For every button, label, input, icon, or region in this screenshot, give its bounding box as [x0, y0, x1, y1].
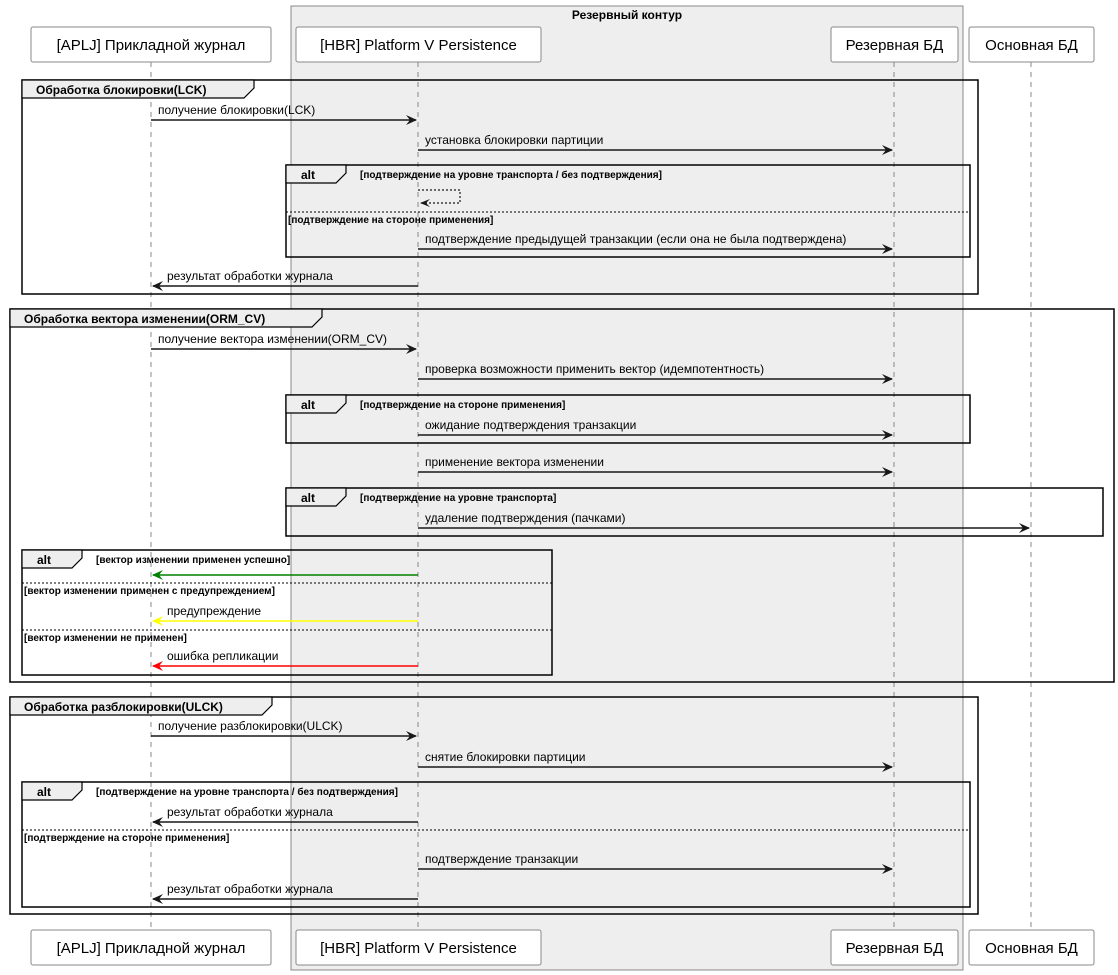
alt-frame — [285, 164, 971, 258]
message-arrow — [418, 523, 1030, 533]
group-tab — [9, 696, 273, 716]
alt-label: alt — [301, 168, 315, 182]
message-arrow — [152, 661, 418, 671]
alt-tab — [285, 487, 347, 507]
participant-label: [APLJ] Прикладной журнал — [57, 940, 246, 957]
participant-hbr-top — [295, 26, 542, 63]
message-label: удаление подтверждения (пачками) — [425, 511, 625, 525]
group-label: Обработка блокировки(LCK) — [36, 83, 206, 97]
alt-frame — [21, 781, 971, 908]
participant-osn-bottom — [968, 929, 1095, 966]
participant-label: Резервная БД — [846, 37, 944, 54]
message-arrow — [151, 115, 417, 125]
participant-label: Резервная БД — [846, 940, 944, 957]
message-arrow — [151, 344, 417, 354]
message-arrow — [418, 467, 893, 477]
alt-condition: [подтверждение на стороне применения] — [24, 833, 229, 844]
participant-aplj-top — [30, 26, 272, 63]
message-arrow — [418, 374, 893, 384]
participant-osn-top — [968, 26, 1095, 63]
message-arrow — [152, 570, 418, 580]
alt-condition: [подтверждение на стороне применения] — [360, 400, 565, 411]
group-frame — [21, 79, 979, 295]
alt-label: alt — [301, 491, 315, 505]
message-arrow — [152, 281, 418, 291]
alt-condition: [подтверждение на уровне транспорта] — [360, 493, 556, 504]
group-tab — [9, 308, 323, 328]
alt-frame — [21, 549, 553, 676]
message-arrow — [418, 864, 893, 874]
participant-label: [HBR] Platform V Persistence — [320, 940, 517, 957]
alt-tab — [21, 781, 83, 801]
alt-condition: [вектор изменении применен успешно] — [96, 555, 290, 566]
message-arrow — [151, 731, 417, 741]
message-label: подтверждение транзакции — [425, 852, 578, 866]
participant-label: Основная БД — [985, 940, 1078, 957]
message-label: ошибка репликации — [167, 649, 278, 663]
group-frame — [9, 308, 1115, 683]
message-arrow — [418, 189, 461, 207]
alt-tab — [285, 394, 347, 414]
alt-condition: [подтверждение на стороне применения] — [288, 215, 493, 226]
message-arrow — [152, 817, 418, 827]
message-label: ожидание подтверждения транзакции — [425, 418, 636, 432]
participant-label: [HBR] Platform V Persistence — [320, 37, 517, 54]
message-label: получение блокировки(LCK) — [158, 103, 315, 117]
group-tab — [21, 79, 255, 99]
alt-condition: [подтверждение на уровне транспорта / бе… — [96, 786, 398, 798]
message-label: результат обработки журнала — [167, 805, 333, 819]
message-arrow — [418, 430, 893, 440]
group-label: Обработка вектора изменении(ORM_CV) — [24, 312, 265, 326]
message-arrow — [418, 145, 893, 155]
alt-label: alt — [37, 553, 51, 567]
message-arrow — [418, 762, 893, 772]
participant-label: Основная БД — [985, 37, 1078, 54]
alt-condition: [вектор изменении не применен] — [24, 633, 187, 644]
alt-condition: [вектор изменении применен с предупрежде… — [24, 586, 275, 597]
message-label: применение вектора изменении — [425, 455, 604, 469]
alt-label: alt — [37, 785, 51, 799]
participant-label: [APLJ] Прикладной журнал — [57, 37, 246, 54]
message-label: получение разблокировки(ULCK) — [158, 719, 343, 733]
alt-label: alt — [301, 398, 315, 412]
alt-frame — [285, 487, 1104, 537]
message-arrow — [152, 616, 418, 626]
alt-tab — [285, 164, 347, 184]
box-title: Резервный контур — [572, 8, 682, 22]
group-frame — [9, 696, 979, 915]
message-label: снятие блокировки партиции — [425, 750, 586, 764]
message-label: предупреждение — [167, 604, 261, 618]
message-label: получение вектора изменении(ORM_CV) — [158, 332, 387, 346]
message-label: проверка возможности применить вектор (и… — [425, 362, 764, 376]
message-label: подтверждение предыдущей транзакции (есл… — [425, 232, 846, 246]
message-label: установка блокировки партиции — [425, 133, 603, 147]
participant-rez-bottom — [830, 929, 959, 966]
message-label: результат обработки журнала — [167, 269, 333, 283]
alt-frame — [285, 394, 971, 444]
message-arrow — [152, 894, 418, 904]
message-label: результат обработки журнала — [167, 882, 333, 896]
participant-hbr-bottom — [295, 929, 542, 966]
alt-condition: [подтверждение на уровне транспорта / бе… — [360, 169, 662, 181]
participant-rez-top — [830, 26, 959, 63]
message-arrow — [418, 244, 893, 254]
group-label: Обработка разблокировки(ULCK) — [24, 700, 223, 714]
participant-aplj-bottom — [30, 929, 272, 966]
alt-tab — [21, 549, 83, 569]
